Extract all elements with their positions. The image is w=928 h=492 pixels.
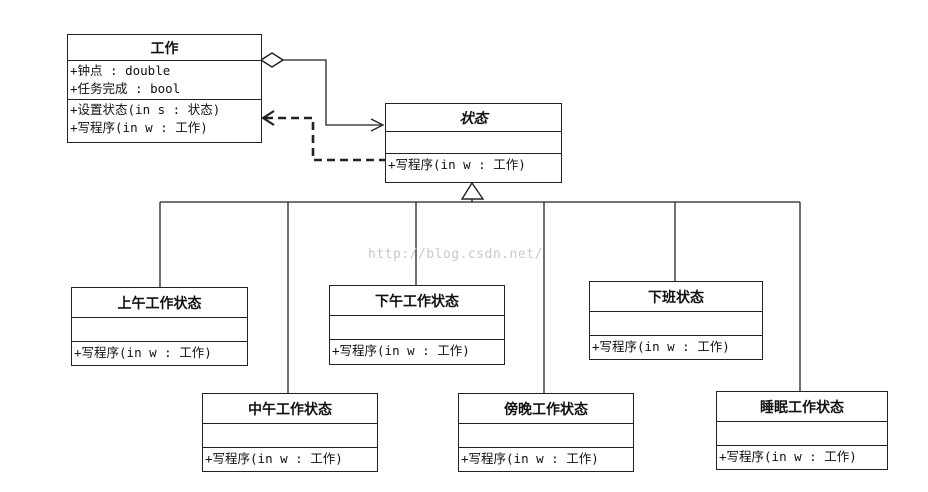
work-class[interactable]: 工作 +钟点 : double +任务完成 : bool +设置状态(in s … xyxy=(67,34,262,143)
subclass-noon[interactable]: 中午工作状态 +写程序(in w : 工作) xyxy=(202,393,378,472)
subclass-evening[interactable]: 傍晚工作状态 +写程序(in w : 工作) xyxy=(458,393,634,472)
subclass-operation: +写程序(in w : 工作) xyxy=(74,345,212,360)
subclass-name: 中午工作状态 xyxy=(203,394,377,424)
state-operation-1: +写程序(in w : 工作) xyxy=(388,157,526,172)
state-class-attributes xyxy=(386,132,561,154)
aggregation-line xyxy=(283,59,381,126)
subclass-sleeping[interactable]: 睡眠工作状态 +写程序(in w : 工作) xyxy=(716,391,888,470)
subclass-name: 睡眠工作状态 xyxy=(717,392,887,422)
work-class-name: 工作 xyxy=(68,35,261,61)
state-class-operations: +写程序(in w : 工作) xyxy=(386,154,561,176)
subclass-operation: +写程序(in w : 工作) xyxy=(719,449,857,464)
dependency-arrowhead xyxy=(260,110,275,126)
watermark-text: http://blog.csdn.net/ xyxy=(368,247,543,262)
subclass-attributes xyxy=(590,312,762,336)
subclass-attributes xyxy=(330,316,504,340)
subclass-name: 下班状态 xyxy=(590,282,762,312)
work-class-attributes: +钟点 : double +任务完成 : bool xyxy=(68,61,261,100)
subclass-name: 下午工作状态 xyxy=(330,286,504,316)
subclass-name: 傍晚工作状态 xyxy=(459,394,633,424)
subclass-operation: +写程序(in w : 工作) xyxy=(332,343,470,358)
generalization-triangle xyxy=(460,181,485,200)
work-attribute-1: +钟点 : double xyxy=(70,63,171,78)
subclass-operation: +写程序(in w : 工作) xyxy=(461,451,599,466)
subclass-afternoon[interactable]: 下午工作状态 +写程序(in w : 工作) xyxy=(329,285,505,365)
work-class-operations: +设置状态(in s : 状态) +写程序(in w : 工作) xyxy=(68,100,261,138)
aggregation-diamond xyxy=(259,52,285,68)
state-class[interactable]: 状态 +写程序(in w : 工作) xyxy=(385,103,562,183)
aggregation-arrowhead xyxy=(370,118,385,132)
subclass-attributes xyxy=(72,318,247,342)
dependency-line xyxy=(264,116,387,162)
subclass-operation: +写程序(in w : 工作) xyxy=(592,339,730,354)
subclass-attributes xyxy=(717,422,887,446)
subclass-attributes xyxy=(459,424,633,448)
subclass-off-work[interactable]: 下班状态 +写程序(in w : 工作) xyxy=(589,281,763,360)
work-operation-1: +设置状态(in s : 状态) xyxy=(70,102,221,117)
subclass-operation: +写程序(in w : 工作) xyxy=(205,451,343,466)
state-class-name: 状态 xyxy=(386,104,561,132)
subclass-name: 上午工作状态 xyxy=(72,288,247,318)
work-attribute-2: +任务完成 : bool xyxy=(70,81,181,96)
subclass-morning[interactable]: 上午工作状态 +写程序(in w : 工作) xyxy=(71,287,248,366)
subclass-attributes xyxy=(203,424,377,448)
work-operation-2: +写程序(in w : 工作) xyxy=(70,120,208,135)
